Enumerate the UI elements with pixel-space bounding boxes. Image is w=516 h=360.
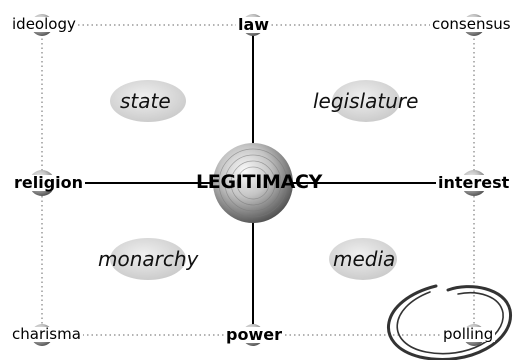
quadrant-label-bottom-left: monarchy — [98, 247, 199, 271]
corner-label-bottom-right: polling — [441, 325, 496, 343]
left-label: religion — [12, 173, 86, 192]
right-label: interest — [436, 173, 512, 192]
quadrant-label-top-left: state — [120, 89, 171, 113]
corner-label-bottom-left: charisma — [10, 325, 83, 343]
quadrant-label-bottom-right: media — [333, 247, 396, 271]
quadrant-label-top-right: legislature — [313, 89, 419, 113]
hand-drawn-circle — [387, 284, 512, 360]
center-label: LEGITIMACY — [196, 171, 323, 193]
corner-label-top-right: consensus — [430, 15, 513, 33]
top-label: law — [236, 15, 272, 34]
corner-label-top-left: ideology — [10, 15, 78, 33]
bottom-label: power — [224, 325, 284, 344]
quadrant-ovals — [110, 80, 400, 280]
